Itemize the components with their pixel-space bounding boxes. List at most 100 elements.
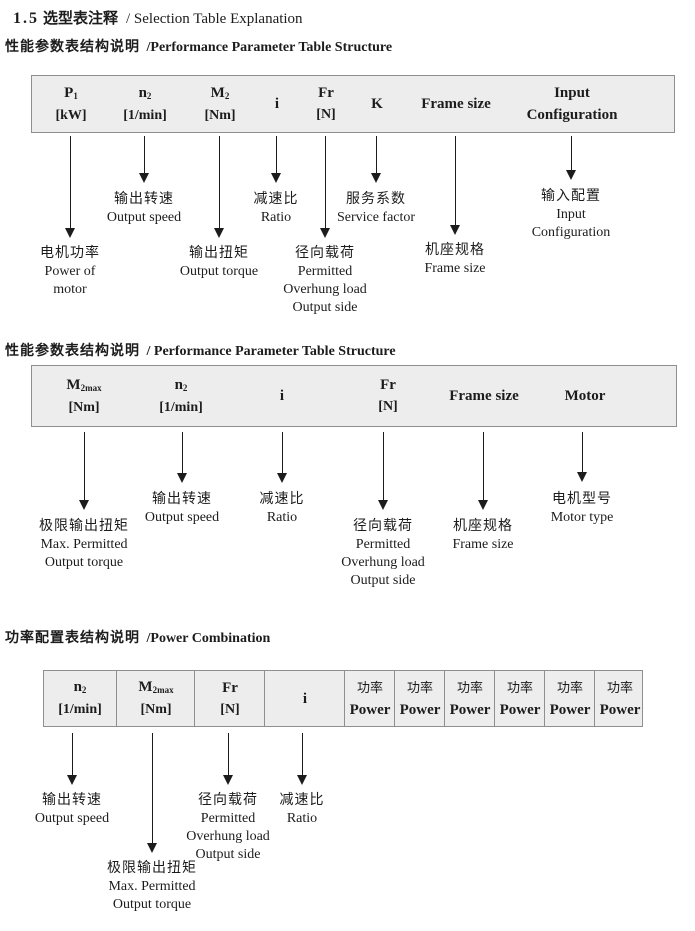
- callout-frame-size: 机座规格 Frame size: [385, 242, 525, 278]
- column-header-power-4: 功率 Power: [494, 671, 545, 726]
- callout-line-en: Permitted: [297, 264, 353, 279]
- down-arrow: [371, 136, 382, 183]
- down-arrow: [177, 432, 188, 483]
- label-zh: 功率: [506, 679, 533, 695]
- column-header-i: i: [264, 671, 345, 726]
- down-arrow: [223, 733, 234, 785]
- column-header-fr: Fr [N]: [194, 671, 265, 726]
- callout-line-en: Permitted: [355, 537, 411, 552]
- callout-line-zh: 电机功率: [40, 246, 100, 261]
- symbol: Fr: [380, 377, 396, 393]
- unit: [kW]: [55, 107, 87, 123]
- label-line2: Configuration: [526, 107, 618, 123]
- callout-line-en: Frame size: [424, 261, 486, 276]
- callout-input-configuration: 输入配置 Input Configuration: [501, 188, 641, 242]
- column-header-n2: n2 [1/min]: [146, 366, 216, 426]
- label-line1: Input: [554, 85, 590, 101]
- unit: [Nm]: [140, 702, 172, 717]
- symbol: i: [279, 388, 285, 404]
- callout-power-of-motor: 电机功率 Power of motor: [0, 245, 140, 299]
- label: Frame size: [421, 96, 491, 112]
- column-header-n2: n2 [1/min]: [44, 671, 116, 726]
- callout-line-en: Power of: [44, 264, 96, 279]
- power-combination-table: n2 [1/min] M2max [Nm] Fr [N] i 功率 Power …: [43, 670, 643, 727]
- callout-line-zh: 服务系数: [346, 192, 406, 207]
- callout-line-en: Overhung load: [341, 555, 425, 570]
- callout-line-en: motor: [53, 282, 87, 297]
- section1-heading-english: /Performance Parameter Table Structure: [146, 40, 393, 55]
- callout-line-zh: 径向载荷: [198, 793, 258, 808]
- callout-line-en: Output side: [195, 847, 261, 862]
- callout-line-en: Output speed: [144, 510, 220, 525]
- callout-line-en: Ratio: [266, 510, 298, 525]
- callout-frame-size: 机座规格 Frame size: [413, 518, 553, 554]
- callout-line-en: Output side: [350, 573, 416, 588]
- down-arrow: [577, 432, 588, 482]
- callout-line-en: Overhung load: [283, 282, 367, 297]
- down-arrow: [214, 136, 225, 238]
- down-arrow: [297, 733, 308, 785]
- callout-line-en: Permitted: [200, 811, 256, 826]
- label-en: Power: [499, 701, 541, 718]
- callout-line-zh: 减速比: [259, 492, 305, 507]
- symbol: K: [371, 96, 383, 112]
- column-header-m2max: M2max [Nm]: [44, 366, 124, 426]
- label: Motor: [564, 388, 606, 404]
- down-arrow: [271, 136, 282, 183]
- column-header-n2: n2 [1/min]: [110, 76, 180, 132]
- down-arrow: [147, 733, 158, 853]
- callout-ratio: 减速比 Ratio: [232, 792, 372, 828]
- callout-line-zh: 输出扭矩: [189, 246, 249, 261]
- callout-line-en: Output side: [292, 300, 358, 315]
- callout-overhung-load: 径向载荷 Permitted Overhung load Output side: [153, 792, 303, 864]
- title-chinese: 选型表注释: [43, 11, 119, 27]
- callout-line-en: Service factor: [336, 210, 416, 225]
- column-header-m2: M2 [Nm]: [190, 76, 250, 132]
- down-arrow: [277, 432, 288, 483]
- callout-line-zh: 输出转速: [114, 192, 174, 207]
- section2-heading: 性能参数表结构说明 / Performance Parameter Table …: [5, 340, 396, 360]
- column-header-power-3: 功率 Power: [444, 671, 495, 726]
- callout-line-en: Output speed: [106, 210, 182, 225]
- callout-line-en: Frame size: [452, 537, 514, 552]
- callout-overhung-load: 径向载荷 Permitted Overhung load Output side: [250, 245, 400, 317]
- column-header-k: K: [357, 76, 397, 132]
- performance-table-2: M2max [Nm] n2 [1/min] i Fr [N] Frame siz…: [31, 365, 677, 427]
- callout-line-zh: 极限输出扭矩: [107, 861, 197, 876]
- column-header-input-configuration: Input Configuration: [522, 76, 622, 132]
- symbol: M2max: [66, 376, 102, 393]
- callout-line-zh: 机座规格: [425, 243, 485, 258]
- unit: [1/min]: [159, 399, 203, 415]
- symbol: n2: [138, 84, 152, 101]
- callout-output-speed: 输出转速 Output speed: [112, 491, 252, 527]
- unit: [1/min]: [58, 702, 102, 717]
- unit: [Nm]: [204, 107, 236, 123]
- symbol: M2max: [138, 679, 174, 695]
- callout-line-en: Ratio: [286, 811, 318, 826]
- section3-heading: 功率配置表结构说明 /Power Combination: [5, 627, 270, 647]
- column-header-fr: Fr [N]: [301, 76, 351, 132]
- title-number: 1.5: [13, 10, 39, 27]
- callout-line-en: Max. Permitted: [108, 879, 196, 894]
- callout-line-zh: 输入配置: [541, 189, 601, 204]
- performance-table-1: P1 [kW] n2 [1/min] M2 [Nm] i Fr [N] K Fr…: [31, 75, 675, 133]
- label-en: Power: [599, 701, 641, 718]
- label-zh: 功率: [406, 679, 433, 695]
- down-arrow: [139, 136, 150, 183]
- section2-heading-english: / Performance Parameter Table Structure: [146, 344, 396, 359]
- callout-line-zh: 输出转速: [152, 492, 212, 507]
- unit: [N]: [220, 701, 240, 717]
- column-header-power-2: 功率 Power: [394, 671, 445, 726]
- callout-max-output-torque: 极限输出扭矩 Max. Permitted Output torque: [14, 518, 154, 572]
- column-header-power-5: 功率 Power: [544, 671, 595, 726]
- section1-heading: 性能参数表结构说明 /Performance Parameter Table S…: [5, 36, 392, 56]
- down-arrow: [478, 432, 489, 510]
- label-zh: 功率: [456, 679, 483, 695]
- callout-line-zh: 极限输出扭矩: [39, 519, 129, 534]
- callout-output-torque: 输出扭矩 Output torque: [149, 245, 289, 281]
- down-arrow: [566, 136, 577, 180]
- column-header-i: i: [257, 76, 297, 132]
- unit: [1/min]: [123, 107, 167, 123]
